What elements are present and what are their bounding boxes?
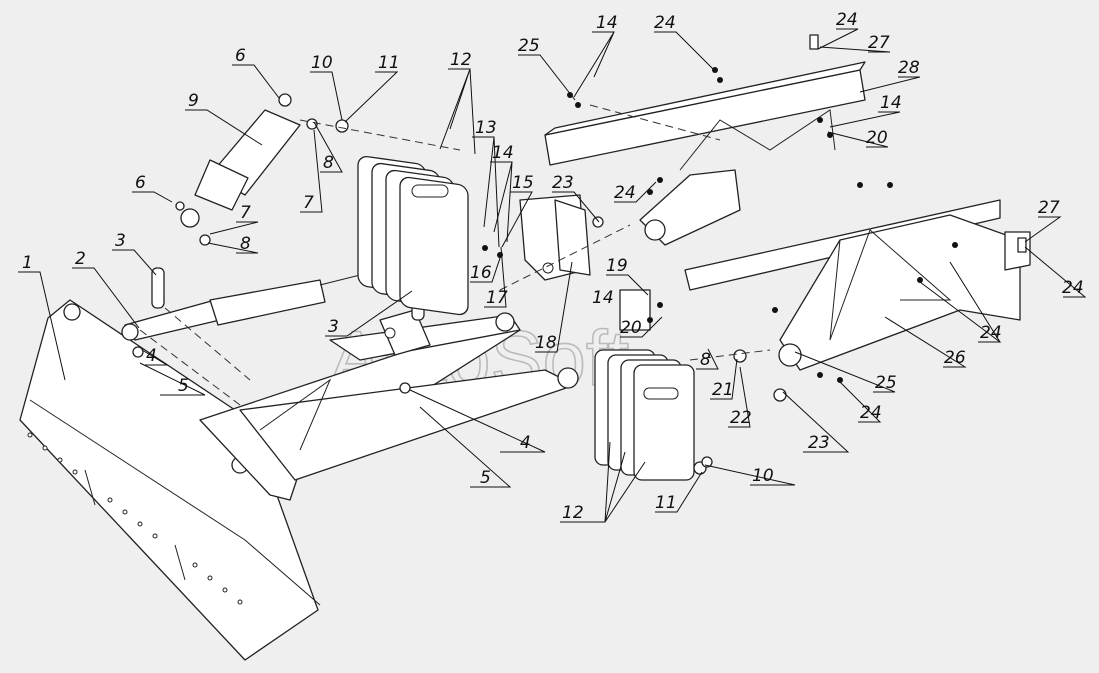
callout-25: 25 <box>875 373 897 393</box>
callout-4: 4 <box>520 433 531 453</box>
callout-27: 27 <box>1038 198 1060 218</box>
callout-5: 5 <box>480 468 491 488</box>
callout-14: 14 <box>880 93 902 113</box>
bracket <box>519 194 591 281</box>
callout-16: 16 <box>470 263 492 283</box>
callout-15: 15 <box>512 173 534 193</box>
callout-5: 5 <box>178 376 189 396</box>
hydraulic-cylinder <box>180 93 301 228</box>
lower-side-frame <box>684 199 1031 371</box>
callout-23: 23 <box>552 173 574 193</box>
callout-22: 22 <box>730 408 752 428</box>
callout-18: 18 <box>535 333 557 353</box>
callout-8: 8 <box>323 153 334 173</box>
callout-14: 14 <box>492 143 514 163</box>
counterweight-stack <box>594 349 695 481</box>
callout-10: 10 <box>752 466 774 486</box>
callout-24: 24 <box>860 403 882 423</box>
callout-3: 3 <box>328 317 339 337</box>
leader-lines <box>18 28 1087 523</box>
callout-8: 8 <box>700 350 711 370</box>
counterweight-stack <box>357 155 469 316</box>
callout-13: 13 <box>475 118 497 138</box>
callout-24: 24 <box>980 323 1002 343</box>
callout-9: 9 <box>188 91 199 111</box>
callout-26: 26 <box>944 348 966 368</box>
callout-6: 6 <box>135 173 146 193</box>
callouts: 1 2 3 3 4 4 5 5 6 6 7 7 8 8 8 9 10 10 11… <box>22 10 1084 523</box>
callout-11: 11 <box>378 53 400 73</box>
callout-21: 21 <box>712 380 734 400</box>
callout-23: 23 <box>808 433 830 453</box>
callout-8: 8 <box>240 234 251 254</box>
callout-20: 20 <box>866 128 888 148</box>
callout-27: 27 <box>868 33 890 53</box>
callout-14: 14 <box>592 288 614 308</box>
callout-12: 12 <box>450 50 472 70</box>
assembly-lines <box>139 104 771 406</box>
callout-12: 12 <box>562 503 584 523</box>
callout-10: 10 <box>311 53 333 73</box>
dozer-blade <box>19 299 321 661</box>
callout-25: 25 <box>518 36 540 56</box>
upper-side-frame <box>544 61 866 246</box>
callout-20: 20 <box>620 318 642 338</box>
callout-6: 6 <box>235 46 246 66</box>
callout-24: 24 <box>1062 278 1084 298</box>
callout-28: 28 <box>898 58 920 78</box>
callout-4: 4 <box>146 346 157 366</box>
callout-1: 1 <box>22 253 33 273</box>
callout-24: 24 <box>654 13 676 33</box>
callout-24: 24 <box>836 10 858 30</box>
pin <box>151 267 165 309</box>
callout-17: 17 <box>486 288 508 308</box>
callout-2: 2 <box>75 249 86 269</box>
callout-7: 7 <box>240 203 251 223</box>
callout-7: 7 <box>303 193 314 213</box>
callout-24: 24 <box>614 183 636 203</box>
callout-3: 3 <box>115 231 126 251</box>
callout-11: 11 <box>655 493 677 513</box>
callout-14: 14 <box>596 13 618 33</box>
callout-19: 19 <box>606 256 628 276</box>
push-frame <box>199 309 579 501</box>
